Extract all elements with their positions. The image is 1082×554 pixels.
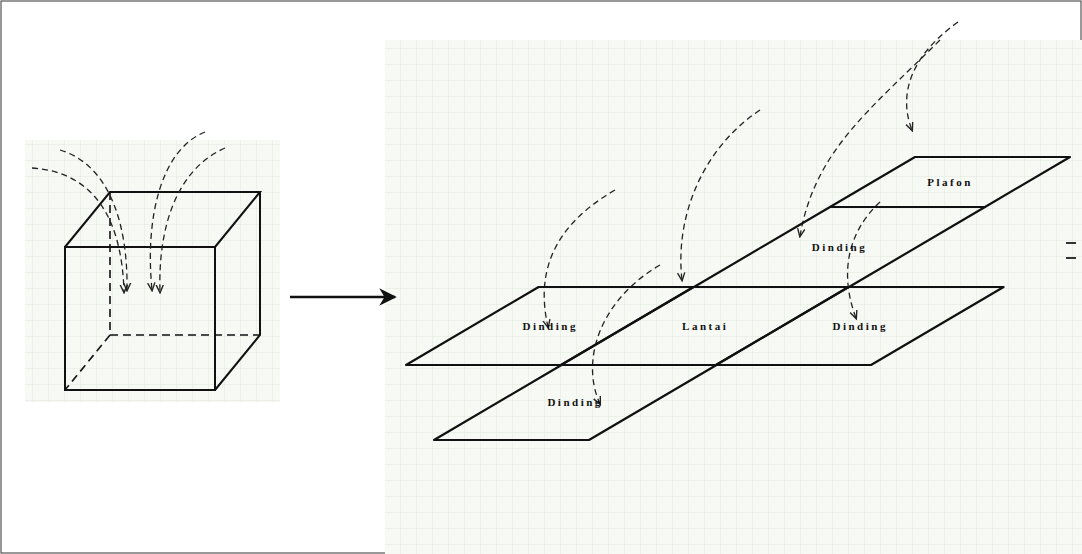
net-face: Plafon xyxy=(830,157,1070,207)
edge-mark xyxy=(1066,257,1076,259)
face-label: Dinding xyxy=(812,242,867,253)
face-label: Dinding xyxy=(832,321,887,332)
grid-lines xyxy=(385,40,1082,554)
net-face: Lantai xyxy=(561,287,849,365)
net-face: Dinding xyxy=(406,287,694,365)
face-label: Dinding xyxy=(522,321,577,332)
edge-mark xyxy=(1066,242,1076,244)
transform-arrow xyxy=(290,296,395,299)
face-label: Plafon xyxy=(927,177,973,188)
cube xyxy=(65,192,260,390)
net-face: Dinding xyxy=(434,365,717,440)
grid-lines xyxy=(25,140,280,402)
grid-paper xyxy=(25,140,280,402)
face-label: Dinding xyxy=(547,397,602,408)
face-label: Lantai xyxy=(682,321,728,332)
net-face: Dinding xyxy=(716,287,1004,365)
grid-paper xyxy=(385,40,1082,554)
net-face: Dinding xyxy=(694,207,985,287)
